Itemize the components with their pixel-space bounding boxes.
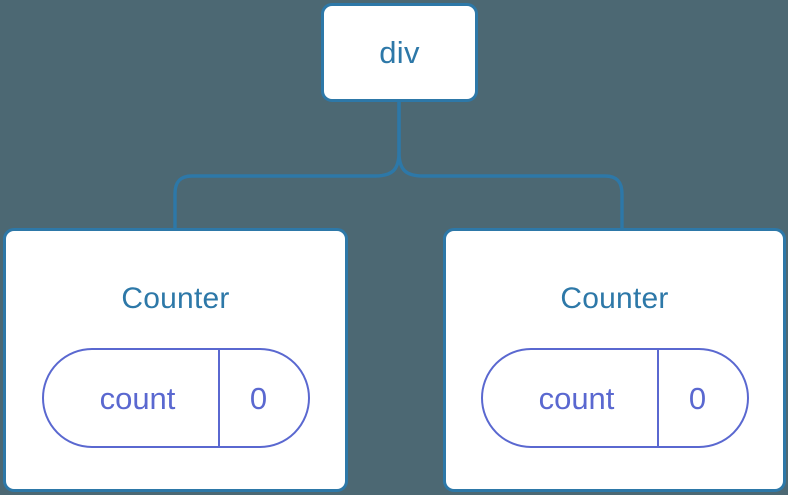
node-div-label: div (379, 35, 420, 70)
node-counter-left-label: Counter (121, 282, 230, 315)
node-counter-right[interactable]: Counter count 0 (443, 228, 786, 492)
state-pill-right[interactable]: count 0 (480, 348, 749, 448)
state-pill-divider (217, 350, 220, 446)
state-key-right: count (538, 380, 615, 416)
node-div[interactable]: div (321, 3, 478, 102)
state-value-right: 0 (688, 380, 707, 416)
connector-branch-left (173, 99, 401, 232)
state-key-left: count (99, 380, 176, 416)
node-counter-left[interactable]: Counter count 0 (3, 228, 348, 492)
state-value-left: 0 (249, 380, 268, 416)
connector-branch-right (397, 99, 624, 232)
state-pill-divider (656, 350, 659, 446)
node-counter-right-label: Counter (560, 282, 669, 315)
state-pill-left[interactable]: count 0 (41, 348, 310, 448)
